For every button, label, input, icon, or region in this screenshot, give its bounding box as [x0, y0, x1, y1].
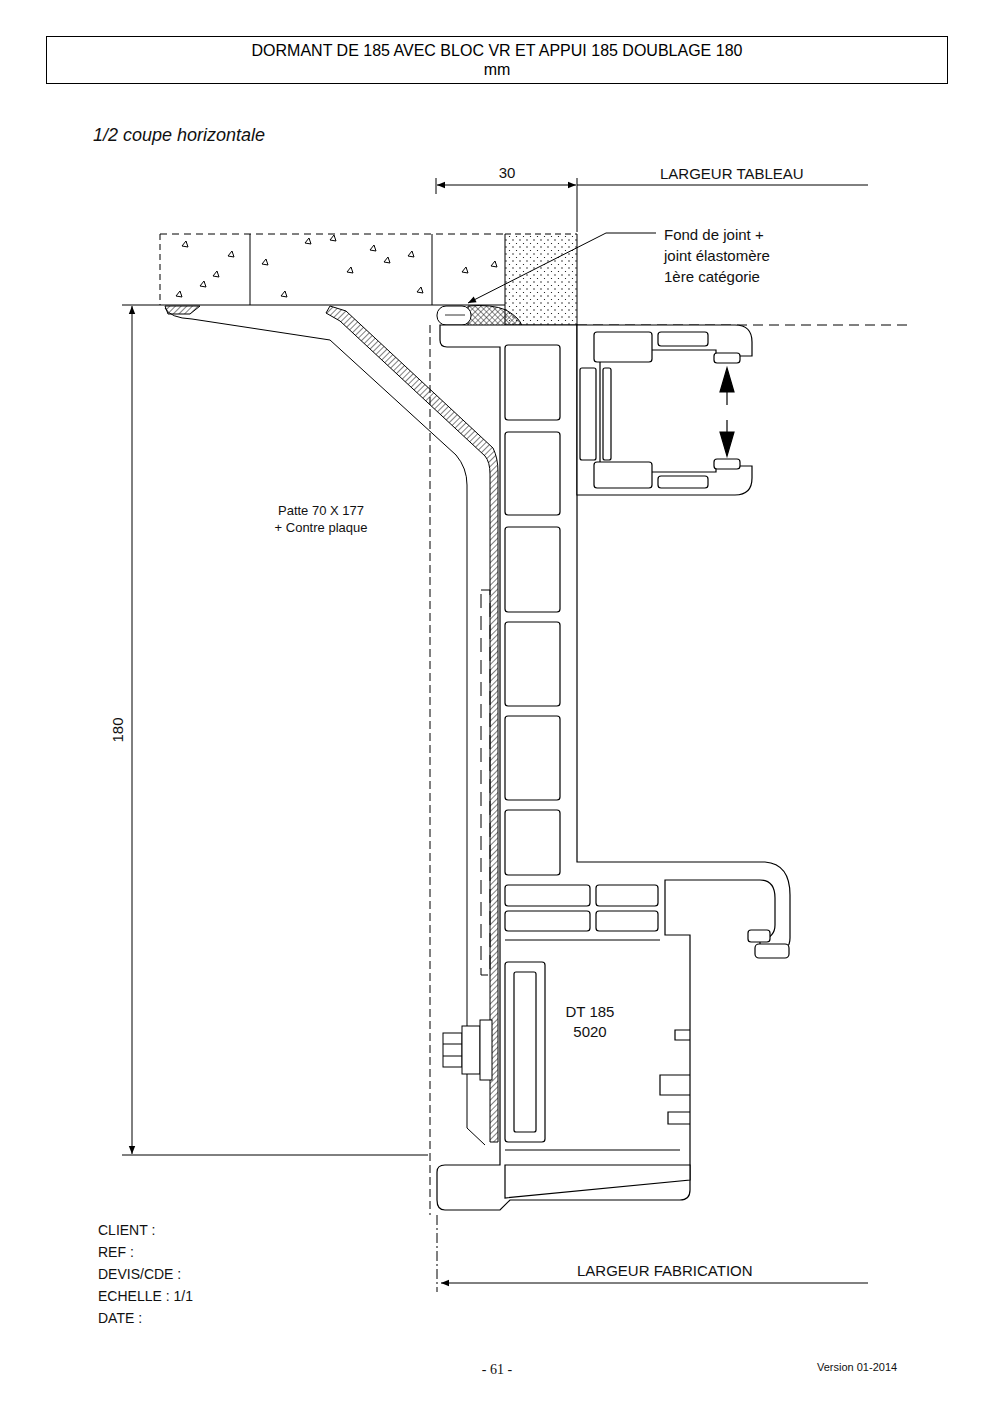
pvc-frame-profile-part — [596, 911, 658, 931]
dimension-name: LARGEUR TABLEAU — [660, 165, 804, 183]
wall-masonry-part — [505, 234, 577, 325]
form-field: CLIENT : — [98, 1222, 155, 1239]
wall-masonry-part — [160, 234, 161, 305]
view-caption: 1/2 coupe horizontale — [93, 124, 265, 146]
pvc-frame-profile-part — [505, 1165, 690, 1198]
dimension-lines-part — [441, 1283, 868, 1284]
fixing-bracket-part — [443, 1033, 462, 1067]
wall-masonry-part — [122, 305, 505, 306]
pvc-frame-profile-part — [505, 716, 560, 800]
shutter-guide-part — [658, 476, 708, 488]
pvc-frame-profile-part — [505, 622, 560, 706]
pvc-frame-profile-part — [505, 810, 560, 875]
shutter-guide-part — [577, 325, 752, 495]
pvc-frame-profile-part — [596, 885, 658, 906]
fixing-bracket-part — [443, 1044, 462, 1045]
dimension-lines-part — [577, 185, 868, 186]
shutter-guide-part — [726, 392, 727, 405]
fixing-bracket-part — [481, 590, 490, 975]
pvc-frame-profile-part — [505, 962, 545, 1142]
leader-line-part — [468, 233, 656, 303]
pvc-frame-profile-part — [660, 1030, 690, 1124]
pvc-frame-profile-part — [505, 911, 590, 931]
joint-seal-part — [468, 306, 522, 327]
shutter-guide-part — [594, 332, 652, 362]
joint-seal — [437, 306, 522, 327]
shutter-guide-part — [714, 459, 740, 469]
fixing-bracket-part — [326, 306, 498, 1142]
fixing-bracket-part — [165, 306, 200, 314]
pvc-frame-profile-part — [755, 944, 789, 958]
dimension-lines-part — [436, 178, 437, 194]
dimension-lines-part — [132, 306, 133, 1154]
wall-masonry-part — [505, 234, 577, 235]
fixing-bracket — [165, 306, 498, 1145]
form-field: DATE : — [98, 1310, 142, 1327]
pvc-frame-profile — [437, 325, 790, 1210]
page-number: - 61 - — [482, 1361, 512, 1378]
wall-masonry-part — [160, 234, 505, 305]
joint-note: Fond de joint + joint élastomère 1ère ca… — [664, 224, 789, 287]
pvc-frame-profile-part — [505, 432, 560, 515]
fixing-bracket-part — [443, 1056, 462, 1057]
dimension-lines-part — [430, 325, 431, 1215]
dimension-value: 30 — [499, 164, 516, 182]
wall-masonry-part — [160, 234, 505, 235]
joint-seal-part — [445, 315, 465, 316]
shutter-guide — [577, 325, 752, 495]
shutter-guide-part — [580, 368, 596, 460]
form-field: DEVIS/CDE : — [98, 1266, 181, 1283]
pvc-frame-profile-part — [437, 325, 790, 1210]
pvc-frame-profile-part — [514, 972, 536, 1132]
profile-reference: DT 185 5020 — [560, 1002, 620, 1042]
version-note: Version 01-2014 — [817, 1361, 897, 1374]
shutter-guide-part — [603, 368, 611, 460]
dimension-lines — [122, 178, 912, 1292]
shutter-guide-part — [594, 462, 652, 488]
form-field: ECHELLE : 1/1 — [98, 1288, 193, 1305]
leader-line — [468, 233, 656, 303]
pvc-frame-profile-part — [748, 930, 770, 942]
fixing-bracket-part — [480, 1020, 492, 1080]
wall-masonry — [122, 234, 577, 325]
dimension-name: LARGEUR FABRICATION — [577, 1262, 753, 1280]
fixing-bracket-part — [165, 308, 485, 1145]
shutter-guide-part — [714, 353, 740, 363]
title-box: DORMANT DE 185 AVEC BLOC VR ET APPUI 185… — [46, 36, 948, 84]
wall-masonry-part — [432, 234, 433, 305]
pvc-frame-profile-part — [505, 345, 560, 420]
shutter-guide-part — [720, 432, 734, 456]
wall-masonry-part — [250, 234, 251, 305]
joint-seal-part — [437, 306, 471, 325]
dimension-lines-part — [122, 1155, 428, 1156]
pvc-frame-profile-part — [505, 885, 590, 906]
fixing-bracket-part — [462, 1026, 480, 1074]
pvc-frame-profile-part — [505, 1149, 680, 1150]
dimension-lines-part — [437, 185, 576, 186]
bracket-note: Patte 70 X 177 + Contre plaque — [274, 502, 368, 536]
wall-masonry-part — [176, 235, 497, 297]
shutter-guide-part — [720, 368, 734, 392]
shutter-guide-part — [726, 420, 727, 432]
dimension-lines-part — [437, 1215, 438, 1292]
shutter-guide-part — [658, 332, 708, 346]
form-field: REF : — [98, 1244, 134, 1261]
dimension-value: 180 — [109, 717, 127, 742]
pvc-frame-profile-part — [505, 939, 660, 940]
drawing-title: DORMANT DE 185 AVEC BLOC VR ET APPUI 185… — [247, 41, 747, 79]
pvc-frame-profile-part — [505, 527, 560, 612]
dimension-lines-part — [577, 178, 578, 232]
